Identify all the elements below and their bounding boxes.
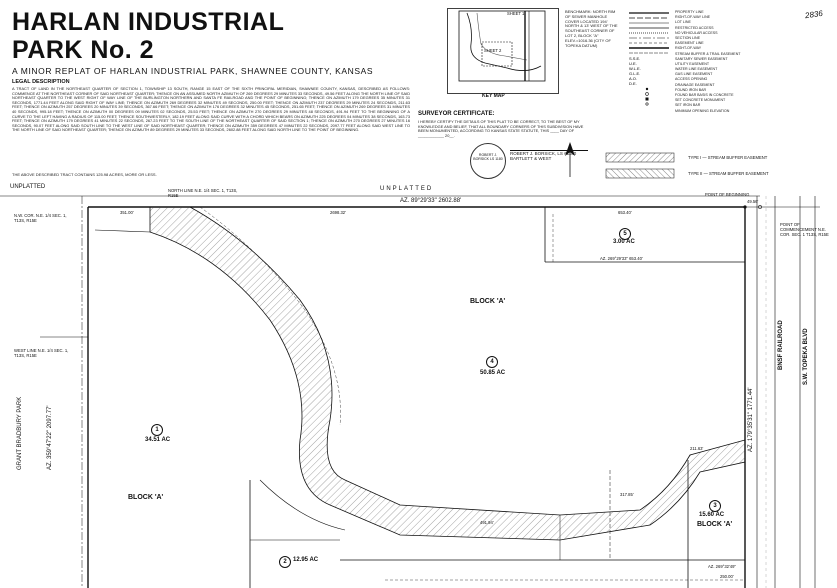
bottom-east-dimension: 250.00' bbox=[720, 574, 734, 579]
title-line-1: HARLAN INDUSTRIAL bbox=[12, 8, 285, 36]
unplatted-left-label: UNPLATTED bbox=[10, 184, 46, 190]
lot-2-number: 2 bbox=[279, 556, 291, 568]
svg-text:W.L.E.: W.L.E. bbox=[629, 66, 641, 71]
plat-drawing bbox=[0, 195, 820, 588]
lot-2-area: 12.95 AC bbox=[293, 557, 319, 563]
lot-5-north-dimension: 653.40' bbox=[618, 210, 632, 215]
lot-3-number: 3 bbox=[709, 500, 721, 512]
subtitle: A MINOR REPLAT OF HARLAN INDUSTRIAL PARK… bbox=[12, 66, 374, 76]
bottom-east-bearing: AZ. 269°32'49" bbox=[708, 564, 736, 569]
dimension-317: 317.85' bbox=[620, 492, 634, 497]
svg-text:D.E.: D.E. bbox=[629, 81, 637, 86]
lot-5-south-bearing: AZ. 269°29'33" 653.40' bbox=[600, 256, 643, 261]
point-of-beginning: POINT OF BEGINNING bbox=[705, 192, 750, 197]
svg-text:A.O.: A.O. bbox=[629, 76, 637, 81]
bottom-dimension-491: 491.94' bbox=[480, 520, 494, 525]
lot-1-area: 34.51 AC bbox=[145, 437, 171, 443]
lot-4-number: 4 bbox=[486, 356, 498, 368]
surveyor-name: ROBERT J. BORSICK, LS #1180 bbox=[510, 151, 577, 156]
legend-item: FOUND BAR BASIS IN CONCRETE bbox=[675, 93, 734, 97]
dimension-211: 211.63' bbox=[690, 446, 704, 451]
buffer-type-1: TYPE I — STREAM BUFFER EASEMENT bbox=[688, 155, 768, 160]
legend-item: SET CONCRETE MONUMENT bbox=[675, 98, 726, 103]
key-map-sheet-1: SHEET 1 bbox=[507, 11, 525, 16]
legend-item: SANITARY SEWER EASEMENT bbox=[675, 56, 728, 61]
west-line-note: WEST LINE N.E. 1/4 SEC. 1, T13S, R15E bbox=[14, 348, 69, 358]
legend-item: RESTRICTED ACCESS bbox=[675, 25, 714, 30]
key-map-caption: KEY MAP bbox=[482, 93, 505, 99]
lot-4-area: 50.85 AC bbox=[480, 370, 506, 376]
legend-item: UTILITY EASEMENT bbox=[675, 61, 710, 66]
north-dimension: 2698.32' bbox=[330, 210, 346, 215]
poc-dimension: 49.56' bbox=[747, 199, 759, 204]
west-segment-dimension: 351.00' bbox=[120, 210, 134, 215]
legend-item: PROPERTY LINE bbox=[675, 10, 704, 14]
key-map bbox=[447, 8, 559, 94]
west-line-bearing: AZ. 359°47'22" 2097.77' bbox=[47, 405, 53, 470]
legend-item: GAS LINE EASEMENT bbox=[675, 72, 713, 77]
legend-item: RIGHT-OF-WAY bbox=[675, 46, 702, 51]
lot-5-area: 3.00 AC bbox=[613, 239, 635, 245]
point-of-commencement: POINT OF COMMENCEMENT N.E. COR. SEC. 1 T… bbox=[780, 222, 829, 237]
legend-item: DRAINAGE EASEMENT bbox=[675, 82, 715, 87]
east-line-bearing: AZ. 179°35'31" 1771.44' bbox=[748, 387, 754, 452]
key-map-sheet-2: SHEET 2 bbox=[484, 48, 502, 53]
block-a-label-north: BLOCK 'A' bbox=[470, 298, 506, 305]
unplatted-top-label: UNPLATTED bbox=[380, 186, 434, 192]
nw-corner-note: N.W. COR. N.E. 1/4 SEC. 1, T13S, R15E bbox=[14, 213, 67, 223]
signature-line bbox=[510, 150, 588, 151]
area-note: THE ABOVE DESCRIBED TRACT CONTAINS 125.9… bbox=[12, 172, 157, 177]
block-a-label-east: BLOCK 'A' bbox=[697, 521, 733, 528]
legend-item: ACCESS OPENING bbox=[675, 77, 708, 82]
page-number: 2836 bbox=[804, 8, 824, 21]
surveyor-seal: ROBERT J. BORSICK LS 1180 bbox=[470, 143, 506, 179]
svg-text:G.L.E.: G.L.E. bbox=[629, 71, 640, 76]
block-a-label-west: BLOCK 'A' bbox=[128, 494, 164, 501]
north-line-bearing: AZ. 89°29'33" 2602.88' bbox=[400, 198, 462, 204]
legend-item: SECTION LINE bbox=[675, 35, 700, 40]
svg-text:U.E.: U.E. bbox=[629, 61, 637, 66]
railroad-label: BNSF RAILROAD bbox=[778, 320, 784, 370]
lot-3-area: 15.60 AC bbox=[699, 512, 725, 518]
legend-item: LOT LINE bbox=[675, 20, 691, 25]
certificate-heading: SURVEYOR CERTIFICATE: bbox=[418, 111, 495, 117]
lot-1-number: 1 bbox=[151, 424, 163, 436]
buffer-legend-swatches bbox=[605, 152, 675, 179]
grant-bradbury-park: GRANT BRADBURY PARK bbox=[17, 396, 23, 470]
legend-item: WATER LINE EASEMENT bbox=[675, 67, 718, 72]
surveyor-firm: BARTLETT & WEST bbox=[510, 156, 552, 162]
legend-item: STREAM BUFFER & TRAIL EASEMENT bbox=[675, 51, 741, 56]
boulevard-label: S.W. TOPEKA BLVD bbox=[803, 328, 809, 385]
surveyor-block: ROBERT J. BORSICK, LS #1180 BARTLETT & W… bbox=[510, 150, 588, 162]
seal-text: ROBERT J. BORSICK LS 1180 bbox=[473, 153, 503, 161]
benchmark-note: BENCHMARK: NORTH RIM OF SEWER MANHOLE CO… bbox=[565, 9, 618, 48]
buffer-type-2: TYPE II — STREAM BUFFER EASEMENT bbox=[688, 171, 769, 176]
north-arrow-icon bbox=[565, 142, 575, 177]
lot-5-number: 5 bbox=[619, 228, 631, 240]
title-line-2: PARK No. 2 bbox=[12, 36, 155, 64]
svg-text:S.S.E.: S.S.E. bbox=[629, 56, 640, 61]
legend-item: MINIMUM OPENING ELEVATION bbox=[675, 108, 730, 113]
certificate-text: I HEREBY CERTIFY THE DETAILS OF THIS PLA… bbox=[418, 119, 584, 138]
legal-description-heading: LEGAL DESCRIPTION bbox=[12, 79, 70, 85]
legend-item: SET IRON BAR bbox=[675, 103, 701, 108]
legal-description-text: A TRACT OF LAND IN THE NORTHEAST QUARTER… bbox=[12, 86, 410, 133]
legend-item: RIGHT-OF-WAY LINE bbox=[675, 15, 711, 20]
legend-symbols: S.S.E. U.E. W.L.E. G.L.E. A.O. D.E. bbox=[629, 12, 669, 106]
legend-item: FOUND IRON BAR bbox=[675, 87, 707, 92]
north-line-note: NORTH LINE N.E. 1/4 SEC. 1, T13S, R15E bbox=[168, 188, 238, 198]
legend-item: EASEMENT LINE bbox=[675, 41, 704, 46]
legend-item: NO VEHICULAR ACCESS bbox=[675, 30, 718, 35]
